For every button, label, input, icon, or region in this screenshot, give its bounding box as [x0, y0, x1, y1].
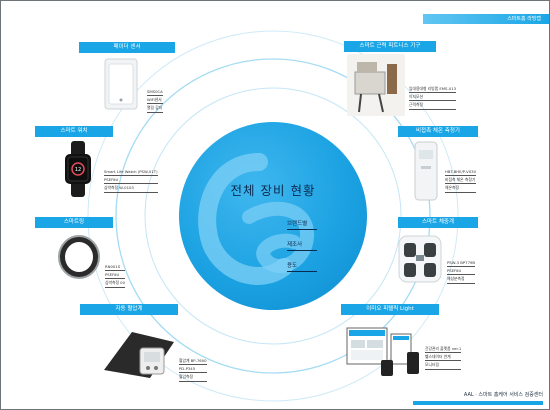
- smart-watch-tag: 스마트 워치: [35, 126, 113, 137]
- spec-line: 건강관리 플랫폼 ver.1: [425, 346, 462, 354]
- spec-line: Smart Life Watch (PSW-01T): [104, 169, 158, 177]
- platform-tag: 이미오 피텔릭 Light: [341, 304, 439, 315]
- platform-image: [345, 320, 421, 380]
- temp-meter-title: 비접촉 체온 측정기: [416, 128, 460, 134]
- bp-monitor-image: [102, 320, 176, 380]
- spec-line: 혈압측정: [179, 374, 207, 382]
- bp-monitor-specs: 혈압계 BP-7600 PD-P345 혈압측정: [179, 358, 207, 383]
- bp-monitor-title: 자동 혈압계: [115, 306, 143, 312]
- spec-line: PSEFitU: [105, 272, 126, 280]
- spec-line: PSW-3 BP779B: [447, 260, 476, 268]
- spec-line: 근력측정: [409, 102, 457, 110]
- spec-line: 열림 감지: [147, 105, 163, 113]
- spec-line: 비접촉 체온 측정기: [445, 177, 477, 185]
- spec-line: PSEFitU: [447, 268, 476, 276]
- fitness-specs: 임대용대형 리빙랩 EMS-013 이지모션 근력측정: [409, 86, 457, 111]
- spec-line: 체성분측정: [447, 276, 476, 284]
- platform-specs: 건강관리 플랫폼 ver.1 헬스데이터 연계 모니터링: [425, 346, 462, 371]
- link-usage[interactable]: 용도: [287, 261, 317, 272]
- svg-text:12: 12: [75, 167, 81, 173]
- link-brand[interactable]: 브랜드별: [287, 219, 317, 230]
- spec-line: PD-P345: [179, 366, 207, 374]
- platform-title: 이미오 피텔릭 Light: [366, 306, 414, 312]
- door-sensor-tag: 페이더 센서: [79, 42, 175, 53]
- link-manufacturer[interactable]: 제조사: [287, 240, 317, 251]
- scale-tag: 스마트 체중계: [398, 217, 478, 228]
- fitness-image: [347, 54, 405, 116]
- center-circle: 전체 장비 현황 브랜드별 제조사 용도: [179, 122, 367, 310]
- temp-meter-specs: HBT-BHE/P-V030 비접촉 체온 측정기 체온측정: [445, 169, 477, 194]
- door-sensor-title: 페이더 센서: [113, 44, 141, 50]
- fitness-title: 스마트 근력 피트니스 기구: [359, 43, 421, 49]
- fitness-tag: 스마트 근력 피트니스 기구: [344, 41, 436, 52]
- bp-monitor-tag: 자동 혈압계: [80, 304, 178, 315]
- smart-watch-title: 스마트 워치: [60, 128, 88, 134]
- smart-watch-image: 12: [56, 141, 100, 197]
- spec-line: 헬스데이터 연계: [425, 354, 462, 362]
- spec-line: PSEFitU: [104, 177, 158, 185]
- footer-bar: [413, 401, 543, 405]
- smart-watch-specs: Smart Life Watch (PSW-01T) PSEFitU 심박측정 …: [104, 169, 158, 194]
- spec-line: HBT-BHE/P-V030: [445, 169, 477, 177]
- smart-ring-specs: RN001S PSEFitU 심박측정 00: [105, 264, 126, 289]
- smart-ring-tag: 스마트링: [35, 217, 113, 228]
- smart-ring-image: [55, 231, 103, 281]
- scale-specs: PSW-3 BP779B PSEFitU 체성분측정: [447, 260, 476, 285]
- spec-line: 심박측정 00: [105, 280, 126, 288]
- top-banner: 스마트홈 라빙랩: [423, 14, 549, 24]
- spec-line: SMS0CA: [147, 89, 163, 97]
- door-sensor-specs: SMS0CA WiFi센서 열림 감지: [147, 89, 163, 114]
- smart-ring-title: 스마트링: [63, 219, 85, 225]
- banner-label: 스마트홈 라빙랩: [507, 16, 541, 22]
- temp-meter-image: [411, 140, 441, 202]
- scale-title: 스마트 체중계: [421, 219, 455, 225]
- spec-line: 심박측정 W-0103: [104, 185, 158, 193]
- spec-line: 임대용대형 리빙랩 EMS-013: [409, 86, 457, 94]
- spec-line: RN001S: [105, 264, 126, 272]
- center-title: 전체 장비 현황: [230, 183, 316, 198]
- door-sensor-image: [99, 56, 143, 114]
- logo-icon: [198, 153, 314, 285]
- scale-image: [395, 233, 445, 285]
- spec-line: 체온측정: [445, 185, 477, 193]
- footer-note: AAL · 스마트 홈케어 서비스 검증센터: [463, 392, 543, 398]
- center-links: 브랜드별 제조사 용도: [287, 219, 317, 282]
- spec-line: 이지모션: [409, 94, 457, 102]
- spec-line: 모니터링: [425, 362, 462, 370]
- temp-meter-tag: 비접촉 체온 측정기: [398, 126, 478, 137]
- spec-line: 혈압계 BP-7600: [179, 358, 207, 366]
- spec-line: WiFi센서: [147, 97, 163, 105]
